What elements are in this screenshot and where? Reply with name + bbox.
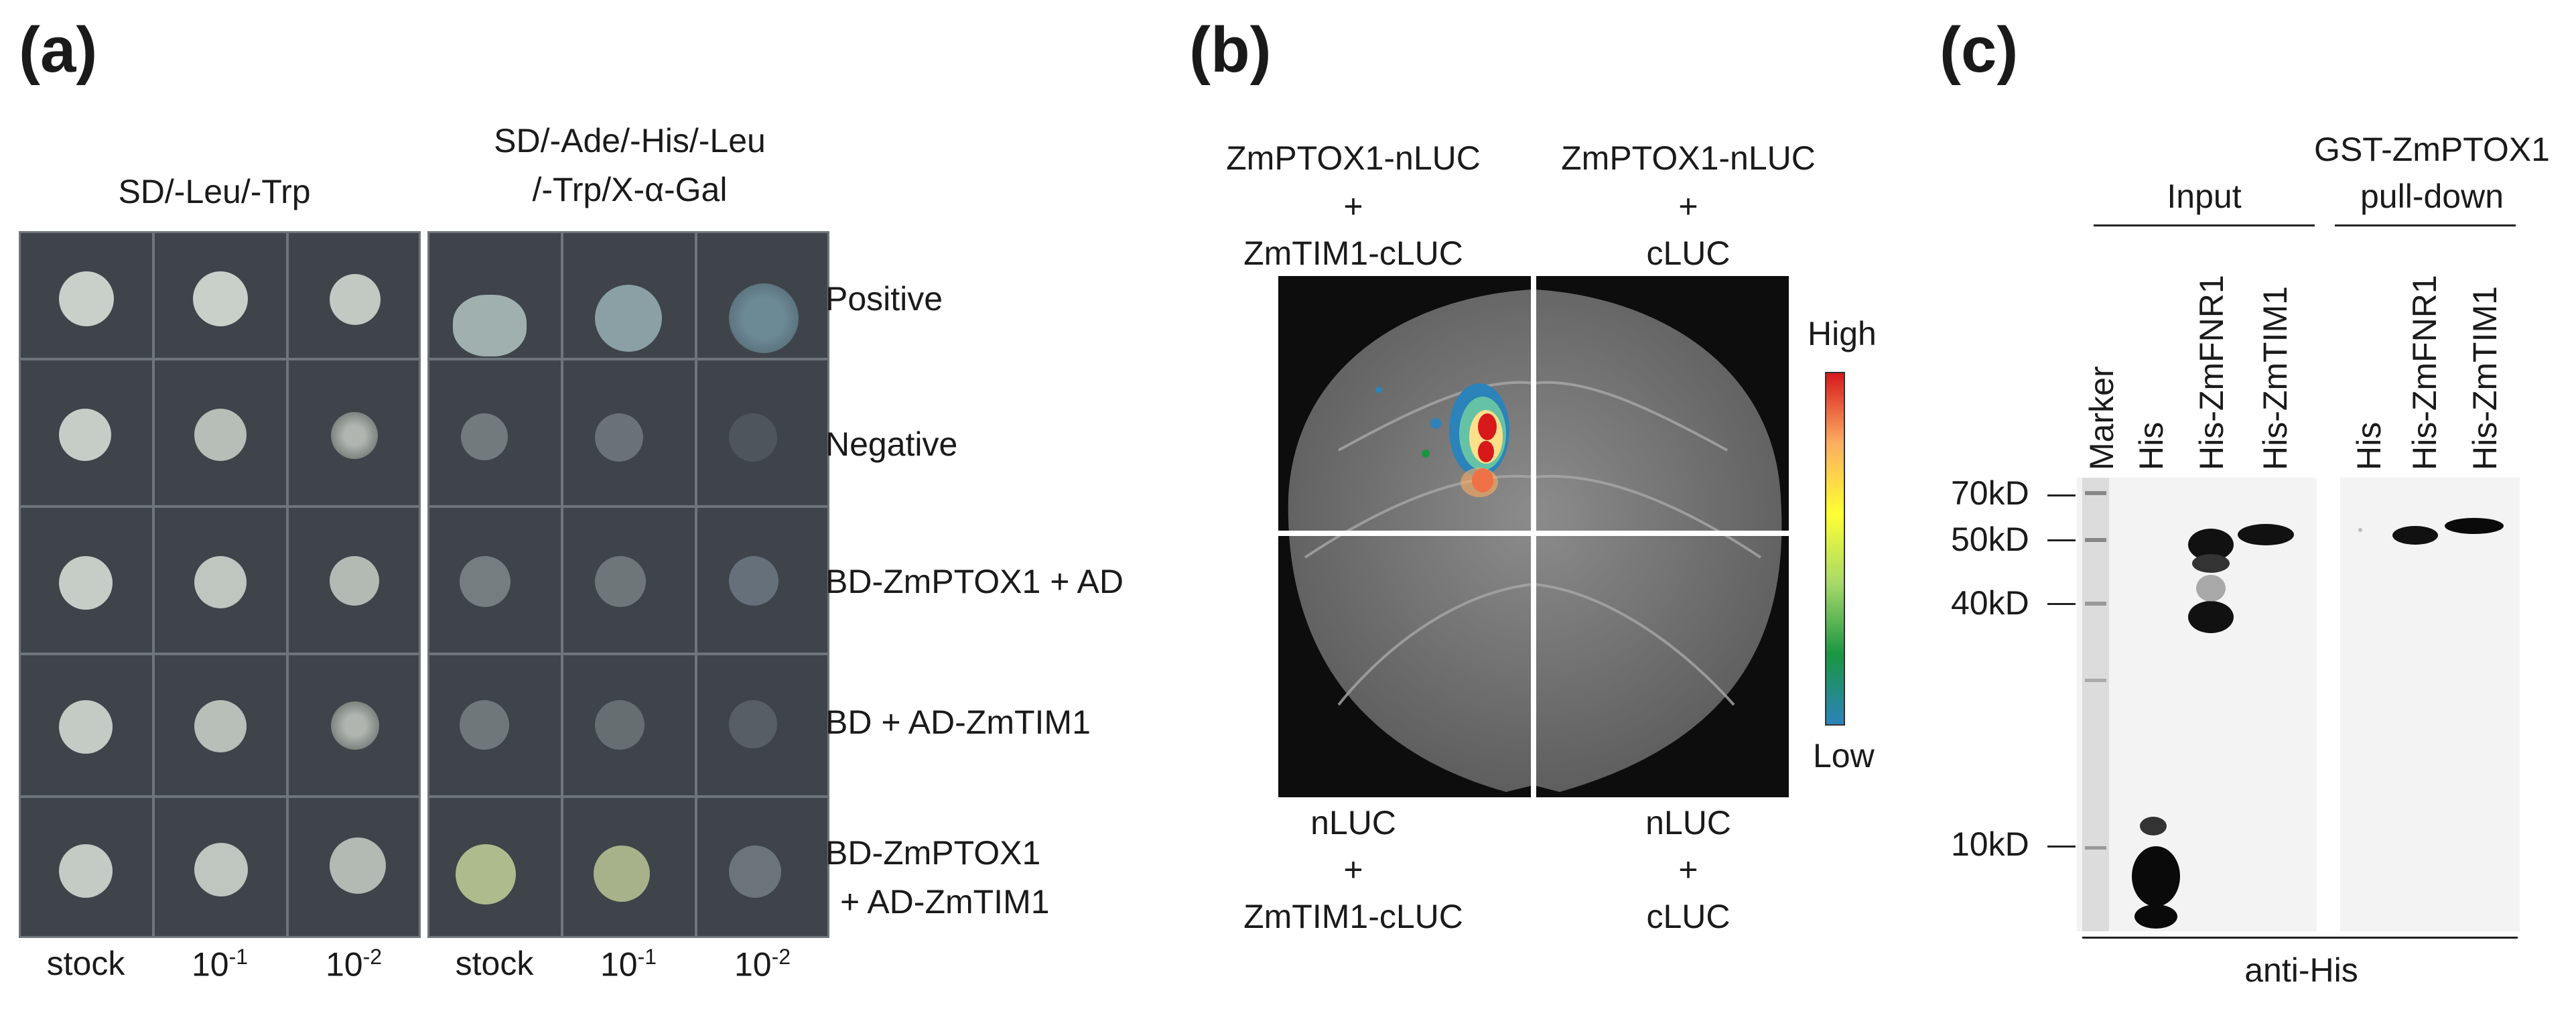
colony <box>331 412 378 459</box>
colony <box>59 556 113 610</box>
colony <box>330 837 386 894</box>
colony <box>193 271 248 326</box>
pulldown-header-line1: GST-ZmPTOX1 <box>2314 131 2550 168</box>
plate2-title-line1: SD/-Ade/-His/-Leu <box>494 122 766 159</box>
colony <box>456 844 516 904</box>
label-top-right-line3: cLUC <box>1646 234 1731 272</box>
pulldown-header-line <box>2335 224 2516 226</box>
colony <box>460 556 511 607</box>
scale-low-label: Low <box>1813 737 1875 775</box>
colony <box>331 701 379 750</box>
input-header: Input <box>2167 178 2242 215</box>
scale-high-label: High <box>1808 315 1877 352</box>
colony <box>194 843 248 896</box>
row-label-positive: Positive <box>825 280 943 318</box>
colony <box>595 700 645 750</box>
label-top-right-line1: ZmPTOX1-nLUC <box>1561 139 1816 177</box>
marker-tick-70 <box>2047 494 2076 496</box>
colony <box>330 556 379 606</box>
lane-label-his-zmfnr1-input: His-ZmFNR1 <box>2193 275 2230 470</box>
lane-label-his-pulldown: His <box>2350 421 2388 470</box>
row-label-ptox1-tim1-line2: + AD-ZmTIM1 <box>840 883 1050 921</box>
lane-label-his-zmtim1-input: His-ZmTIM1 <box>2256 286 2294 470</box>
colony <box>729 556 778 606</box>
pulldown-header-line2: pull-down <box>2360 178 2504 215</box>
label-bottom-right-line3: cLUC <box>1646 898 1731 935</box>
label-bottom-left-line1: nLUC <box>1310 804 1396 842</box>
colony <box>461 413 508 460</box>
label-top-left-line3: ZmTIM1-cLUC <box>1243 234 1463 272</box>
marker-tick-50 <box>2047 539 2076 541</box>
western-blot-pulldown <box>2340 478 2520 931</box>
lane-label-marker: Marker <box>2083 366 2120 470</box>
dilution-10-2-2: 10-2 <box>734 945 791 984</box>
colony <box>729 283 799 353</box>
colony <box>59 844 113 898</box>
label-bottom-left-line2: + <box>1343 851 1363 888</box>
colony <box>453 295 527 356</box>
panel-a-label: (a) <box>19 14 98 86</box>
luminescence-color-scale <box>1825 372 1845 726</box>
colony <box>595 285 662 352</box>
panel-c-label: (c) <box>1940 14 2019 86</box>
dilution-10-1-2: 10-1 <box>600 945 657 984</box>
marker-tick-10 <box>2047 846 2076 848</box>
colony <box>729 700 777 748</box>
label-top-right-line2: + <box>1678 188 1698 225</box>
colony <box>595 413 643 462</box>
lane-label-his-zmtim1-pulldown: His-ZmTIM1 <box>2466 286 2504 470</box>
marker-70kd: 70kD <box>1951 474 2029 512</box>
lane-label-his-zmfnr1-pulldown: His-ZmFNR1 <box>2406 275 2443 470</box>
colony <box>729 846 781 898</box>
colony <box>59 409 111 461</box>
colony <box>594 846 650 902</box>
colony <box>595 556 646 607</box>
input-header-line <box>2094 224 2315 226</box>
marker-tick-40 <box>2047 603 2076 605</box>
luminescence-signal <box>1375 383 1509 497</box>
marker-40kd: 40kD <box>1951 584 2029 622</box>
label-top-left-line2: + <box>1343 188 1363 225</box>
label-bottom-left-line3: ZmTIM1-cLUC <box>1243 898 1463 935</box>
lane-label-his-input: His <box>2132 421 2170 470</box>
dilution-stock-1: stock <box>46 945 125 982</box>
row-label-bd-ad-tim1: BD + AD-ZmTIM1 <box>825 703 1091 741</box>
colony <box>194 700 247 752</box>
dilution-stock-2: stock <box>455 945 534 982</box>
marker-10kd: 10kD <box>1951 825 2029 863</box>
marker-50kd: 50kD <box>1951 521 2029 558</box>
dilution-10-2-1: 10-2 <box>325 945 383 984</box>
colony <box>330 274 381 325</box>
label-bottom-right-line2: + <box>1678 851 1698 888</box>
row-label-negative: Negative <box>825 425 958 463</box>
label-bottom-right-line1: nLUC <box>1645 804 1731 842</box>
antibody-label: anti-His <box>2244 951 2358 989</box>
colony <box>59 271 114 326</box>
western-blot-input <box>2077 478 2317 931</box>
label-top-left-line1: ZmPTOX1-nLUC <box>1226 139 1481 177</box>
yeast-plate-sd-ade-his-leu-trp <box>427 231 829 938</box>
colony <box>59 700 113 754</box>
colony <box>194 409 247 461</box>
antibody-line <box>2082 937 2518 939</box>
colony <box>460 700 509 750</box>
plate2-title-line2: /-Trp/X-α-Gal <box>532 171 728 208</box>
plate1-title: SD/-Leu/-Trp <box>118 173 311 210</box>
leaf-luminescence-image <box>1278 276 1789 797</box>
dilution-10-1-1: 10-1 <box>191 945 249 984</box>
panel-b-label: (b) <box>1189 14 1272 86</box>
colony <box>729 413 777 462</box>
row-label-ptox1-tim1-line1: BD-ZmPTOX1 <box>825 834 1041 872</box>
row-label-bd-ptox1-ad: BD-ZmPTOX1 + AD <box>825 563 1124 600</box>
yeast-plate-sd-leu-trp <box>19 231 421 938</box>
colony <box>194 556 247 608</box>
